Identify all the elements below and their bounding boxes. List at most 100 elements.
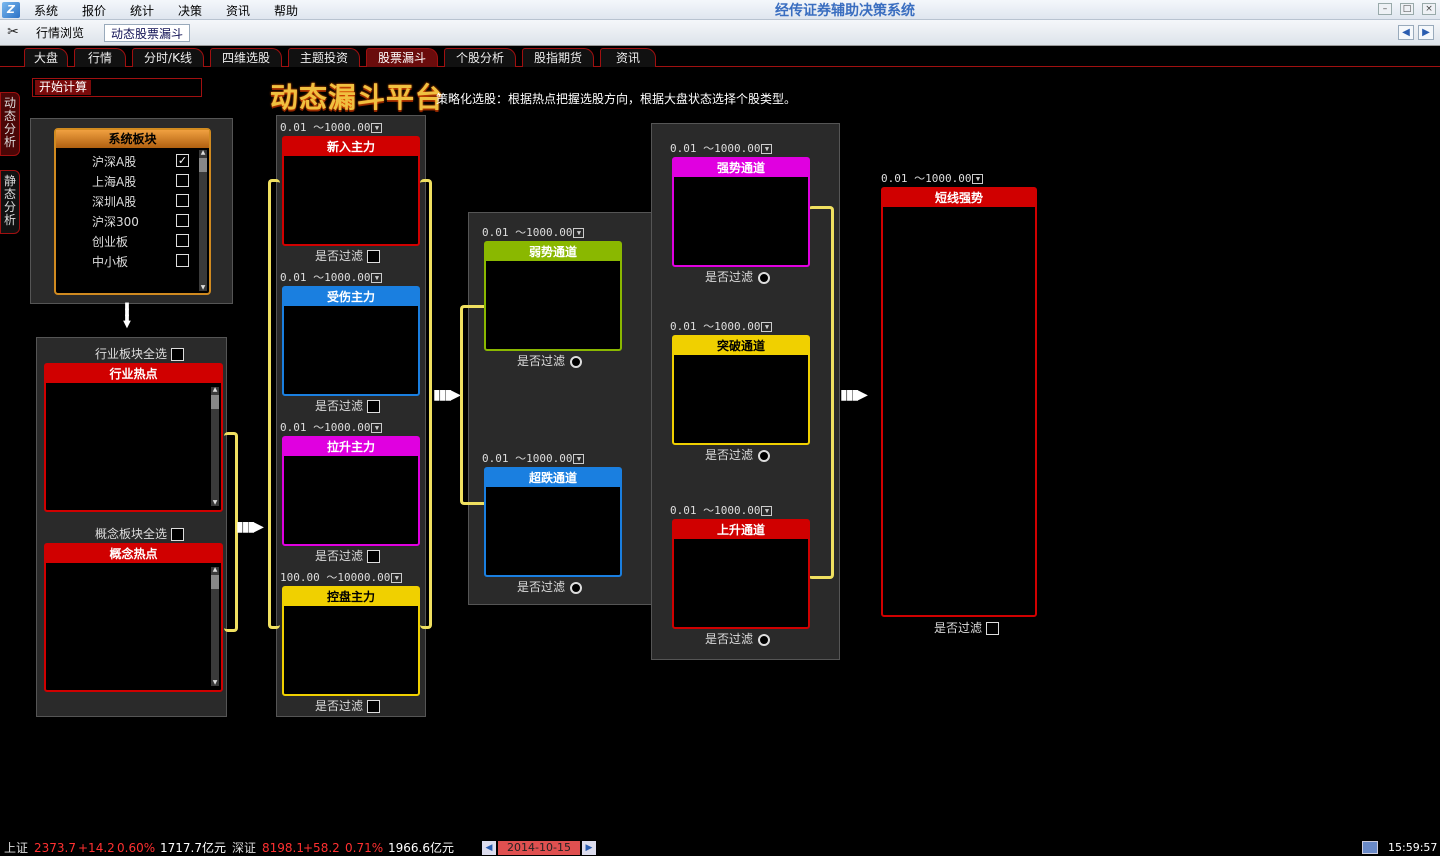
sector-checkbox[interactable]: [176, 214, 189, 227]
concept-select-all-checkbox[interactable]: [171, 528, 185, 541]
sector-scrollbar[interactable]: ▲▼: [199, 149, 207, 291]
tab-info[interactable]: 资讯: [600, 48, 656, 67]
tab-theme[interactable]: 主题投资: [288, 48, 360, 67]
strong-channel-range[interactable]: 0.01 ～1000.00▼: [670, 140, 773, 156]
close-icon[interactable]: ×: [1422, 3, 1436, 15]
dropdown-icon[interactable]: ▼: [371, 123, 383, 133]
industry-select-all[interactable]: 行业板块全选: [95, 345, 185, 362]
sector-checkbox[interactable]: [176, 174, 189, 187]
weak-channel-filter[interactable]: 是否过滤: [517, 352, 583, 369]
control-force-filter[interactable]: 是否过滤: [315, 697, 381, 714]
maximize-icon[interactable]: □: [1400, 3, 1414, 15]
tab-4d-select[interactable]: 四维选股: [210, 48, 282, 67]
dropdown-icon[interactable]: ▼: [761, 506, 773, 516]
sector-item[interactable]: 沪深300: [56, 212, 196, 230]
menu-quote[interactable]: 报价: [82, 4, 107, 18]
strong-channel-box[interactable]: 强势通道: [672, 157, 810, 267]
sector-checkbox[interactable]: ✓: [176, 154, 189, 167]
menu-news[interactable]: 资讯: [226, 4, 251, 18]
rising-channel-filter[interactable]: 是否过滤: [705, 630, 771, 647]
injured-force-range[interactable]: 0.01 ～1000.00▼: [280, 269, 383, 285]
dropdown-icon[interactable]: ▼: [573, 228, 585, 238]
new-force-box[interactable]: 新入主力: [282, 136, 420, 246]
dropdown-icon[interactable]: ▼: [761, 322, 773, 332]
filter-radio[interactable]: [758, 271, 771, 284]
dropdown-icon[interactable]: ▼: [761, 144, 773, 154]
industry-hot-box[interactable]: 行业热点 ▲▼: [44, 363, 223, 512]
injured-force-filter[interactable]: 是否过滤: [315, 397, 381, 414]
sector-checkbox[interactable]: [176, 234, 189, 247]
date-next-icon[interactable]: ▶: [582, 841, 596, 855]
quote-browse-button[interactable]: 行情浏览: [36, 26, 85, 40]
filter-radio[interactable]: [570, 581, 583, 594]
dropdown-icon[interactable]: ▼: [371, 423, 383, 433]
tab-futures[interactable]: 股指期货: [522, 48, 594, 67]
final-range[interactable]: 0.01 ～1000.00▼: [881, 170, 984, 186]
new-force-range[interactable]: 0.01 ～1000.00▼: [280, 119, 383, 135]
filter-checkbox[interactable]: [367, 400, 381, 413]
rising-channel-range[interactable]: 0.01 ～1000.00▼: [670, 502, 773, 518]
sector-checkbox[interactable]: [176, 254, 189, 267]
start-calc-button[interactable]: 开始计算: [35, 80, 92, 95]
sector-item[interactable]: 深圳A股: [56, 192, 196, 210]
control-force-range[interactable]: 100.00 ～10000.00▼: [280, 569, 403, 585]
date-display[interactable]: 2014-10-15: [498, 841, 580, 855]
oversold-channel-filter[interactable]: 是否过滤: [517, 578, 583, 595]
dropdown-icon[interactable]: ▼: [972, 174, 984, 184]
tab-stock-analysis[interactable]: 个股分析: [444, 48, 516, 67]
monitor-icon[interactable]: [1362, 841, 1378, 854]
filter-checkbox[interactable]: [367, 550, 381, 563]
weak-channel-box[interactable]: 弱势通道: [484, 241, 622, 351]
sector-item[interactable]: 中小板: [56, 252, 196, 270]
injured-force-box[interactable]: 受伤主力: [282, 286, 420, 396]
new-force-filter[interactable]: 是否过滤: [315, 247, 381, 264]
tools-icon[interactable]: ✂: [7, 24, 19, 40]
sector-item[interactable]: 沪深A股 ✓: [56, 152, 196, 170]
filter-radio[interactable]: [570, 355, 583, 368]
breakout-channel-filter[interactable]: 是否过滤: [705, 446, 771, 463]
tab-quotes[interactable]: 行情: [74, 48, 126, 67]
breakout-channel-range[interactable]: 0.01 ～1000.00▼: [670, 318, 773, 334]
sector-item[interactable]: 创业板: [56, 232, 196, 250]
rising-channel-box[interactable]: 上升通道: [672, 519, 810, 629]
concept-select-all[interactable]: 概念板块全选: [95, 525, 185, 542]
minimize-icon[interactable]: –: [1378, 3, 1392, 15]
industry-scrollbar[interactable]: ▲▼: [211, 386, 219, 506]
filter-radio[interactable]: [758, 633, 771, 646]
menu-decision[interactable]: 决策: [178, 4, 203, 18]
menu-system[interactable]: 系统: [34, 4, 59, 18]
filter-checkbox[interactable]: [986, 622, 1000, 635]
control-force-box[interactable]: 控盘主力: [282, 586, 420, 696]
filter-checkbox[interactable]: [367, 250, 381, 263]
filter-radio[interactable]: [758, 449, 771, 462]
weak-channel-range[interactable]: 0.01 ～1000.00▼: [482, 224, 585, 240]
pulling-force-box[interactable]: 拉升主力: [282, 436, 420, 546]
short-term-strong-box[interactable]: 短线强势: [881, 187, 1037, 617]
oversold-channel-box[interactable]: 超跌通道: [484, 467, 622, 577]
dynamic-funnel-button[interactable]: 动态股票漏斗: [104, 24, 191, 42]
nav-forward-icon[interactable]: ▶: [1418, 25, 1434, 40]
sector-item[interactable]: 上海A股: [56, 172, 196, 190]
dropdown-icon[interactable]: ▼: [573, 454, 585, 464]
concept-scrollbar[interactable]: ▲▼: [211, 566, 219, 686]
dropdown-icon[interactable]: ▼: [371, 273, 383, 283]
tab-kline[interactable]: 分时/K线: [132, 48, 204, 67]
final-filter[interactable]: 是否过滤: [934, 619, 1000, 636]
oversold-channel-range[interactable]: 0.01 ～1000.00▼: [482, 450, 585, 466]
nav-back-icon[interactable]: ◀: [1398, 25, 1414, 40]
tab-funnel[interactable]: 股票漏斗: [366, 48, 438, 67]
date-prev-icon[interactable]: ◀: [482, 841, 496, 855]
dropdown-icon[interactable]: ▼: [391, 573, 403, 583]
strong-channel-filter[interactable]: 是否过滤: [705, 268, 771, 285]
pulling-force-filter[interactable]: 是否过滤: [315, 547, 381, 564]
tab-market[interactable]: 大盘: [24, 48, 68, 67]
menu-help[interactable]: 帮助: [274, 4, 299, 18]
side-tab-dynamic[interactable]: 动态分析: [0, 92, 20, 156]
industry-select-all-checkbox[interactable]: [171, 348, 185, 361]
sector-checkbox[interactable]: [176, 194, 189, 207]
filter-checkbox[interactable]: [367, 700, 381, 713]
side-tab-static[interactable]: 静态分析: [0, 170, 20, 234]
menu-stats[interactable]: 统计: [130, 4, 155, 18]
pulling-force-range[interactable]: 0.01 ～1000.00▼: [280, 419, 383, 435]
concept-hot-box[interactable]: 概念热点 ▲▼: [44, 543, 223, 692]
